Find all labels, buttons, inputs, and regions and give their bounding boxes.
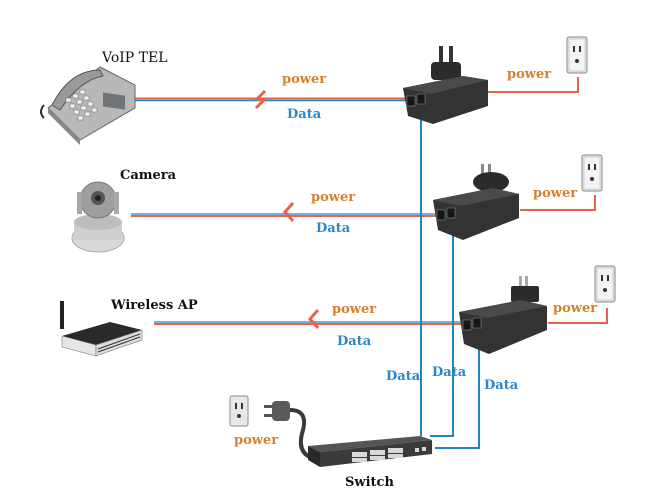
power-label-voip-line: power — [282, 72, 327, 87]
power-line-outlet-1 — [488, 77, 579, 93]
wall-outlet-2-icon — [581, 154, 603, 192]
poe-injector-1-icon — [403, 46, 488, 124]
data-label-injector-2: Data — [432, 365, 467, 380]
data-label-ap-line: Data — [337, 334, 372, 349]
device-label-wireless-ap: Wireless AP — [111, 298, 198, 313]
poe-injector-2-icon — [433, 164, 519, 240]
power-label-switch: power — [234, 433, 279, 448]
power-label-camera-line: power — [311, 190, 356, 205]
break-mark-camera — [282, 202, 295, 222]
power-plug-icon — [264, 401, 313, 460]
power-label-outlet-3: power — [553, 301, 598, 316]
combined-line-ap — [154, 321, 465, 325]
wall-outlet-3-icon — [594, 265, 616, 303]
data-label-injector-3: Data — [484, 378, 519, 393]
wireless-router-icon — [60, 301, 143, 357]
data-label-voip-line: Data — [287, 107, 322, 122]
network-switch-icon — [308, 436, 432, 467]
wall-outlet-switch-icon — [229, 395, 249, 427]
power-line-outlet-3 — [548, 308, 608, 324]
break-mark-ap — [307, 309, 320, 329]
power-label-outlet-2: power — [533, 186, 578, 201]
break-mark-voip — [253, 89, 268, 110]
data-line-injector-2 — [430, 226, 454, 437]
power-label-outlet-1: power — [507, 67, 552, 82]
device-label-switch: Switch — [345, 475, 394, 490]
power-label-ap-line: power — [332, 302, 377, 317]
wall-outlet-1-icon — [566, 36, 588, 74]
ip-camera-icon — [71, 181, 125, 253]
power-line-outlet-2 — [520, 195, 596, 211]
voip-phone-icon — [40, 66, 136, 145]
data-line-injector-3 — [435, 335, 480, 449]
device-label-camera: Camera — [120, 168, 177, 183]
data-label-camera-line: Data — [316, 221, 351, 236]
poe-injector-3-icon — [459, 276, 547, 354]
combined-line-voip — [133, 97, 410, 102]
data-label-injector-1: Data — [386, 369, 421, 384]
device-label-voip: VoIP TEL — [102, 50, 168, 66]
